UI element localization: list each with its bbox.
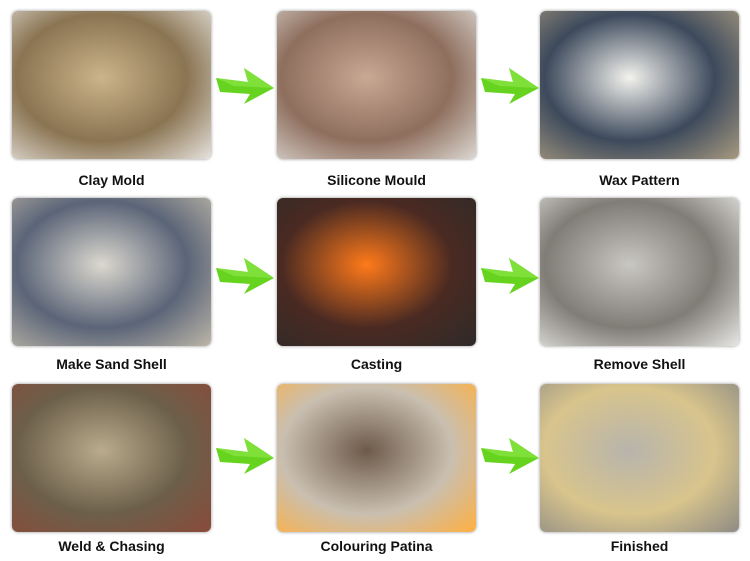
step-label-clay-mold: Clay Mold [78, 172, 145, 188]
step-label-silicone-mould: Silicone Mould [327, 172, 426, 188]
step-label-weld-chasing: Weld & Chasing [58, 538, 165, 554]
photo-remove-shell [540, 198, 739, 346]
right-arrow-icon [214, 436, 276, 476]
photo-casting [277, 198, 476, 346]
photo-weld-chasing [12, 384, 211, 532]
step-label-finished: Finished [610, 538, 669, 554]
step-label-remove-shell: Remove Shell [593, 356, 686, 372]
photo-finished [540, 384, 739, 532]
photo-wax-pattern [540, 11, 739, 159]
right-arrow-icon [214, 256, 276, 296]
photo-silicone-mould [277, 11, 476, 159]
right-arrow-icon [479, 436, 541, 476]
step-label-casting: Casting [350, 356, 403, 372]
step-label-wax-pattern: Wax Pattern [599, 172, 680, 188]
right-arrow-icon [479, 256, 541, 296]
right-arrow-icon [214, 66, 276, 106]
photo-clay-mold [12, 11, 211, 159]
right-arrow-icon [479, 66, 541, 106]
step-label-make-sand-shell: Make Sand Shell [56, 356, 167, 372]
step-label-colouring-patina: Colouring Patina [320, 538, 433, 554]
photo-colouring-patina [277, 384, 476, 532]
photo-make-sand-shell [12, 198, 211, 346]
